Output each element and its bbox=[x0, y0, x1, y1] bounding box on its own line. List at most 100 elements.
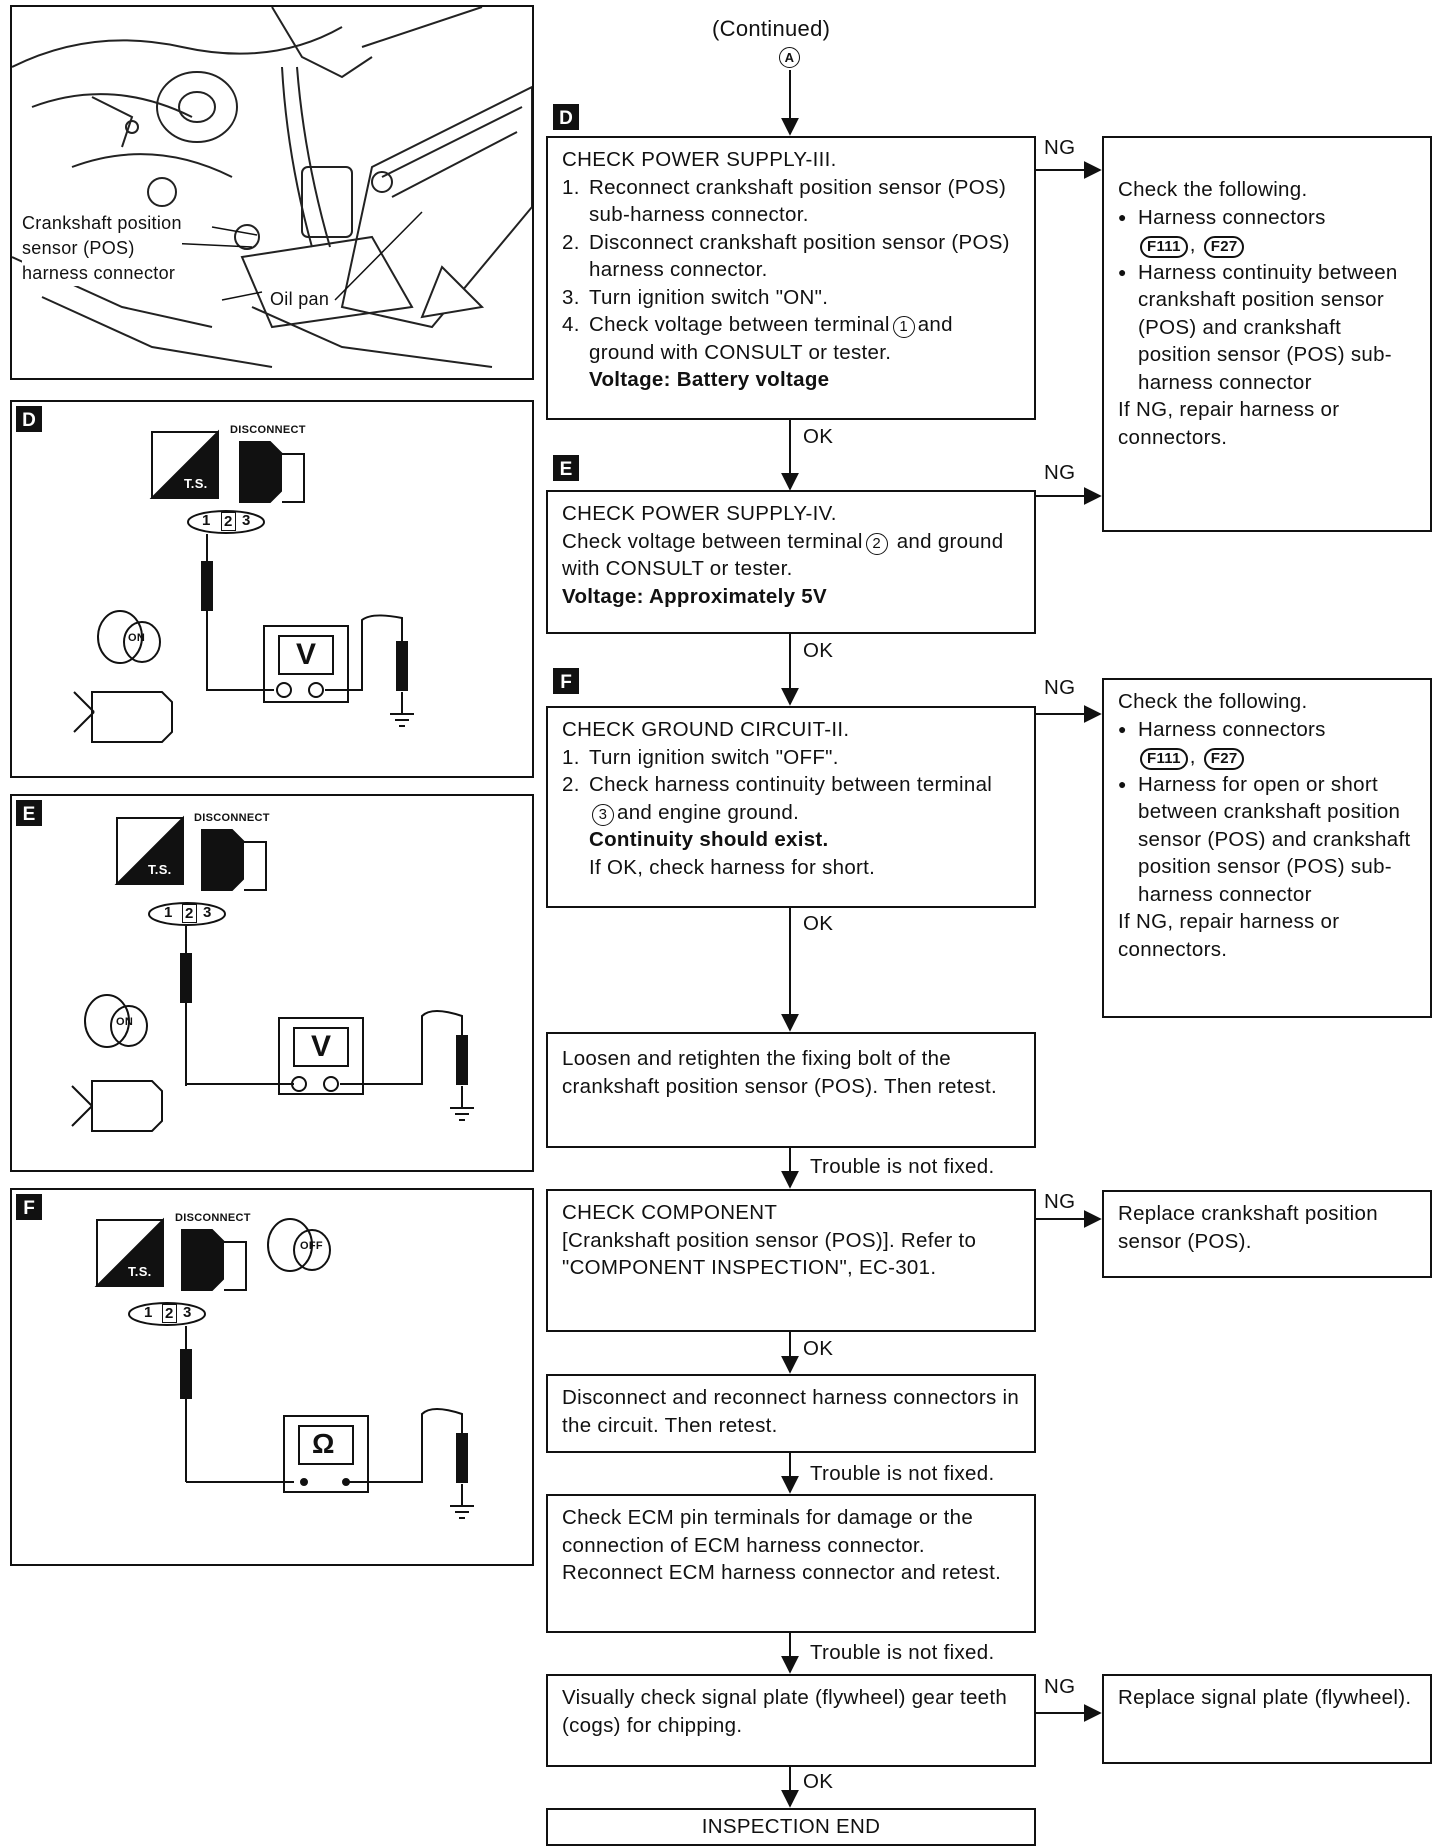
step-f-item-text: Check harness continuity between termina… bbox=[589, 773, 993, 796]
panel-f-disconnect-label: DISCONNECT bbox=[175, 1212, 251, 1224]
component-title: CHECK COMPONENT bbox=[562, 1201, 778, 1224]
step-d-item-number: 1. bbox=[562, 175, 580, 199]
ng-box-2-footer: If NG, repair harness or connectors. bbox=[1118, 910, 1340, 961]
step-f-item-number: 1. bbox=[562, 745, 580, 769]
panel-f-diagram: F DISCONNECT T.S. OFF 1 2 3 Ω bbox=[10, 1188, 534, 1566]
panel-e-diagram: E DISCONNECT T.S. 1 2 bbox=[10, 794, 534, 1172]
crankshaft-label-line-2: sensor (POS) bbox=[22, 238, 135, 258]
ng-box-1-bullet-1: Harness connectors F111, F27 bbox=[1118, 204, 1416, 259]
step-f-note: If OK, check harness for short. bbox=[589, 855, 876, 879]
step-f-item: 2. Check harness continuity between termi… bbox=[562, 771, 1020, 881]
panel-d-circuit bbox=[73, 429, 414, 743]
not-fixed-label-2: Trouble is not fixed. bbox=[810, 1462, 995, 1485]
ng-box-2-bullet-1-text: Harness connectors bbox=[1138, 717, 1326, 741]
not-fixed-label-1: Trouble is not fixed. bbox=[810, 1155, 995, 1178]
not-fixed-label-3: Trouble is not fixed. bbox=[810, 1641, 995, 1664]
component-ok-label: OK bbox=[803, 1337, 834, 1360]
panel-e-key-label: ON bbox=[116, 1016, 134, 1028]
connector-f27-icon: F27 bbox=[1203, 236, 1245, 258]
replace-sensor-box: Replace crankshaft position sensor (POS)… bbox=[1102, 1190, 1432, 1278]
component-box: CHECK COMPONENT [Crankshaft position sen… bbox=[546, 1189, 1036, 1332]
step-e-text-b: and ground with CONSULT or tester. bbox=[562, 529, 1004, 581]
panel-e-meter-label: V bbox=[311, 1030, 332, 1063]
panel-d-pin-1: 1 bbox=[202, 512, 211, 529]
panel-f-letter: F bbox=[16, 1194, 42, 1220]
panel-d-ts-label: T.S. bbox=[184, 476, 208, 491]
panel-e-pin-1: 1 bbox=[164, 904, 173, 921]
visual-check-box: Visually check signal plate (flywheel) g… bbox=[546, 1674, 1036, 1767]
step-d-ok-label: OK bbox=[803, 425, 834, 448]
panel-f-meter-label: Ω bbox=[312, 1428, 335, 1459]
panel-f-ts-label: T.S. bbox=[128, 1264, 152, 1279]
step-e-spec: Voltage: Approximately 5V bbox=[562, 584, 827, 608]
ng-box-2: Check the following. Harness connectors … bbox=[1102, 678, 1432, 1018]
ng-box-2-title: Check the following. bbox=[1118, 690, 1308, 713]
step-d-spec: Voltage: Battery voltage bbox=[589, 368, 830, 391]
step-e-ok-label: OK bbox=[803, 639, 834, 662]
replace-plate-box: Replace signal plate (flywheel). bbox=[1102, 1674, 1432, 1764]
step-d-letter: D bbox=[553, 104, 579, 130]
panel-e-ts-label: T.S. bbox=[148, 862, 172, 877]
panel-f-pin-1: 1 bbox=[144, 1304, 153, 1321]
step-e-box: CHECK POWER SUPPLY-IV. Check voltage bet… bbox=[546, 490, 1036, 634]
step-e-text: Check voltage between terminal bbox=[562, 529, 863, 553]
step-d-item: 1.Reconnect crankshaft position sensor (… bbox=[562, 174, 1020, 229]
step-f-ng-label: NG bbox=[1044, 676, 1076, 699]
terminal-1-icon: 1 bbox=[892, 316, 915, 338]
panel-f-key-label: OFF bbox=[300, 1240, 323, 1252]
terminal-3-icon: 3 bbox=[592, 803, 614, 826]
step-f-ok-label: OK bbox=[803, 912, 834, 935]
panel-d-pin-2: 2 bbox=[221, 512, 236, 531]
engine-illustration: Crankshaft position sensor (POS) harness… bbox=[10, 5, 534, 380]
panel-e-pin-3: 3 bbox=[203, 904, 212, 921]
component-ng-label: NG bbox=[1044, 1190, 1076, 1213]
step-f-item: 1. Turn ignition switch "OFF". bbox=[562, 744, 1020, 772]
panel-d-diagram: D DISCONNECT T.S. 1 2 bbox=[10, 400, 534, 778]
panel-f-pin-2: 2 bbox=[162, 1304, 177, 1323]
step-f-item-number: 2. bbox=[562, 773, 580, 796]
step-e-ng-label: NG bbox=[1044, 461, 1076, 484]
visual-ng-label: NG bbox=[1044, 1675, 1076, 1698]
panel-d-letter: D bbox=[16, 406, 42, 432]
engine-drawing bbox=[12, 7, 532, 368]
continued-label: (Continued) bbox=[712, 16, 831, 41]
connector-f27-icon: F27 bbox=[1203, 748, 1245, 770]
ecm-box: Check ECM pin terminals for damage or th… bbox=[546, 1494, 1036, 1633]
step-f-item-text: Turn ignition switch "OFF". bbox=[589, 745, 839, 769]
step-d-item-number: 3. bbox=[562, 285, 580, 309]
panel-d-disconnect-label: DISCONNECT bbox=[230, 424, 306, 436]
terminal-2-icon: 2 bbox=[865, 532, 888, 555]
step-d-item: 2.Disconnect crankshaft position sensor … bbox=[562, 229, 1020, 284]
step-d-item-number: 4. bbox=[562, 313, 580, 336]
crankshaft-label-line-1: Crankshaft position bbox=[22, 213, 182, 233]
step-d-list: 1.Reconnect crankshaft position sensor (… bbox=[562, 174, 1020, 394]
oil-pan-label: Oil pan bbox=[270, 289, 330, 310]
step-d-ng-label: NG bbox=[1044, 136, 1076, 159]
reconnect-box: Disconnect and reconnect harness connect… bbox=[546, 1374, 1036, 1453]
panel-f-circuit bbox=[94, 1217, 474, 1519]
connector-f111-icon: F111 bbox=[1140, 748, 1188, 770]
retighten-box: Loosen and retighten the fixing bolt of … bbox=[546, 1032, 1036, 1148]
panel-d-key-label: ON bbox=[128, 632, 146, 644]
step-d-item-text: and ground with CONSULT or tester. bbox=[589, 313, 953, 364]
step-f-list: 1. Turn ignition switch "OFF". 2. Check ha… bbox=[562, 744, 1020, 882]
connector-f111-icon: F111 bbox=[1140, 236, 1188, 258]
panel-e-letter: E bbox=[16, 800, 42, 826]
ng-box-2-bullet-2: Harness for open or short between cranks… bbox=[1118, 771, 1416, 909]
panel-f-pin-3: 3 bbox=[183, 1304, 192, 1321]
panel-d-pin-3: 3 bbox=[242, 512, 251, 529]
step-d-box: CHECK POWER SUPPLY-III. 1.Reconnect cran… bbox=[546, 136, 1036, 420]
step-f-letter: F bbox=[553, 668, 579, 694]
step-f-title: CHECK GROUND CIRCUIT-II. bbox=[562, 718, 850, 741]
panel-e-disconnect-label: DISCONNECT bbox=[194, 812, 270, 824]
ng-box-2-bullet-1: Harness connectors F111, F27 bbox=[1118, 716, 1416, 771]
step-f-box: CHECK GROUND CIRCUIT-II. 1. Turn ignition… bbox=[546, 706, 1036, 908]
ng-box-1-footer: If NG, repair harness or connectors. bbox=[1118, 398, 1340, 449]
step-d-item-text: Check voltage between terminal bbox=[589, 313, 890, 336]
step-f-item-text: and engine ground. bbox=[617, 800, 800, 824]
step-d-title: CHECK POWER SUPPLY-III. bbox=[562, 148, 837, 171]
panel-e-pin-2: 2 bbox=[182, 904, 197, 923]
step-d-item-text: Disconnect crankshaft position sensor (P… bbox=[589, 230, 1010, 282]
continued-marker: A bbox=[779, 47, 800, 68]
